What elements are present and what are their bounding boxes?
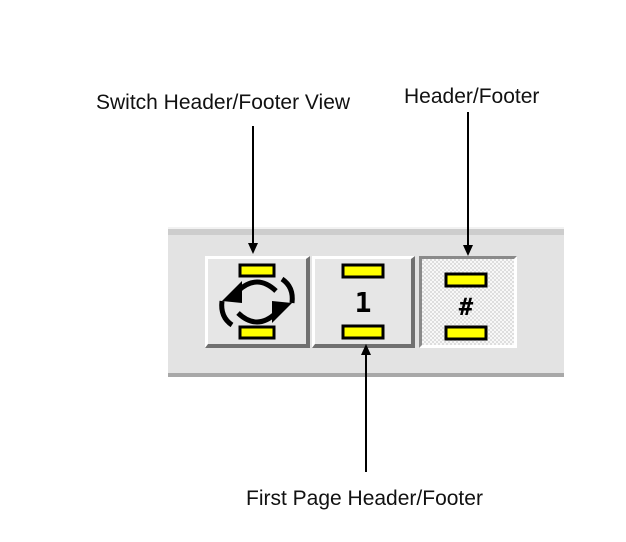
first-page-glyph: 1 xyxy=(355,286,372,319)
header-footer-icon: # xyxy=(444,272,488,341)
switch-view-callout-label: Switch Header/Footer View xyxy=(96,91,351,114)
first-page-header-footer-button[interactable]: 1 xyxy=(312,256,415,348)
first-page-icon: 1 xyxy=(341,263,385,340)
header-footer-callout-label: Header/Footer xyxy=(404,85,540,108)
header-footer-glyph: # xyxy=(459,293,474,321)
switch-view-icon xyxy=(219,263,295,340)
switch-header-footer-view-button[interactable] xyxy=(205,256,310,348)
header-footer-button[interactable]: # xyxy=(419,256,517,348)
header-footer-toolbar: 1 # xyxy=(168,227,564,377)
first-page-callout-label: First Page Header/Footer xyxy=(246,487,483,510)
